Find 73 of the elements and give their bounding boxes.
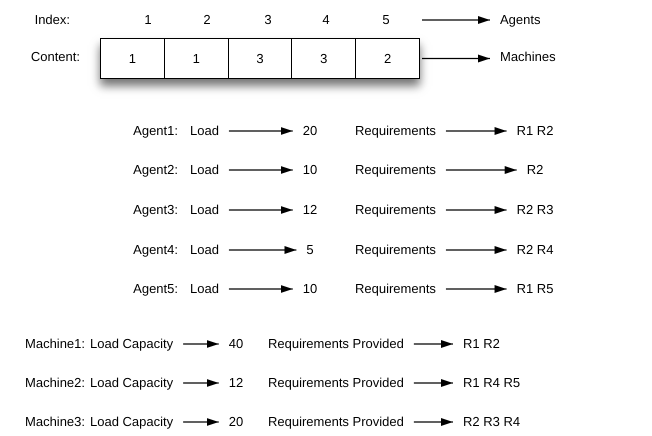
requirement-list: R2 R3 R4 xyxy=(463,414,520,430)
arrow xyxy=(422,16,490,24)
index-number: 4 xyxy=(322,12,330,28)
arrow xyxy=(228,127,293,135)
attribute-label: Requirements xyxy=(355,242,436,258)
attribute-label: Load xyxy=(190,242,219,258)
value-label: 12 xyxy=(228,375,244,391)
arrow xyxy=(414,379,453,387)
arrow xyxy=(414,418,453,426)
index-number: 1 xyxy=(144,12,152,28)
row-label: Agent1: xyxy=(133,123,178,139)
target-label: Agents xyxy=(500,12,540,28)
array-cell: 1 xyxy=(101,39,164,78)
attribute-label: Requirements Provided xyxy=(268,375,404,391)
arrow xyxy=(228,246,296,254)
value-label: 5 xyxy=(306,242,314,258)
row-label: Agent5: xyxy=(133,281,178,297)
value-label: 10 xyxy=(302,162,318,178)
value-label: 40 xyxy=(228,336,244,352)
row-label: Agent3: xyxy=(133,202,178,218)
arrow xyxy=(446,166,517,174)
array-cell: 1 xyxy=(164,39,228,78)
value-label: 10 xyxy=(302,281,318,297)
requirement-list: R1 R5 xyxy=(516,281,554,297)
attribute-label: Load xyxy=(190,162,219,178)
arrow xyxy=(422,54,490,62)
arrow xyxy=(228,166,293,174)
attribute-label: Load xyxy=(190,123,219,139)
attribute-label: Requirements Provided xyxy=(268,336,404,352)
row-label: Index: xyxy=(34,12,70,28)
value-label: 20 xyxy=(302,123,318,139)
row-label: Machine1: xyxy=(25,336,85,352)
value-label: 12 xyxy=(302,202,318,218)
index-number: 3 xyxy=(264,12,272,28)
row-label: Content: xyxy=(30,49,80,65)
row-label: Machine3: xyxy=(25,414,85,430)
requirement-list: R1 R2 xyxy=(516,123,554,139)
arrow xyxy=(183,418,219,426)
attribute-label: Requirements xyxy=(355,281,436,297)
arrow xyxy=(183,340,219,348)
attribute-label: Load Capacity xyxy=(90,414,174,430)
requirement-list: R1 R2 xyxy=(463,336,500,352)
attribute-label: Load xyxy=(190,202,219,218)
arrow xyxy=(446,127,507,135)
row-label: Agent4: xyxy=(133,242,178,258)
array-cell: 2 xyxy=(355,39,419,78)
attribute-label: Requirements xyxy=(355,202,436,218)
requirement-list: R2 R3 xyxy=(516,202,554,218)
attribute-label: Load Capacity xyxy=(90,375,174,391)
arrow xyxy=(183,379,219,387)
attribute-label: Requirements Provided xyxy=(268,414,404,430)
attribute-label: Load xyxy=(190,281,219,297)
attribute-label: Requirements xyxy=(355,123,436,139)
array-cell: 3 xyxy=(291,39,356,78)
arrow xyxy=(228,206,293,214)
value-label: 20 xyxy=(228,414,244,430)
requirement-list: R2 xyxy=(526,162,544,178)
requirement-list: R2 R4 xyxy=(516,242,554,258)
array-cell: 3 xyxy=(228,39,292,78)
arrow xyxy=(446,285,507,293)
requirement-list: R1 R4 R5 xyxy=(463,375,520,391)
array-box xyxy=(100,38,420,79)
arrow xyxy=(414,340,453,348)
arrow xyxy=(446,206,507,214)
arrow xyxy=(446,246,507,254)
row-label: Agent2: xyxy=(133,162,178,178)
target-label: Machines xyxy=(500,49,556,65)
row-label: Machine2: xyxy=(25,375,85,391)
attribute-label: Requirements xyxy=(355,162,436,178)
attribute-label: Load Capacity xyxy=(90,336,174,352)
index-number: 2 xyxy=(203,12,211,28)
index-number: 5 xyxy=(382,12,390,28)
arrow xyxy=(228,285,293,293)
